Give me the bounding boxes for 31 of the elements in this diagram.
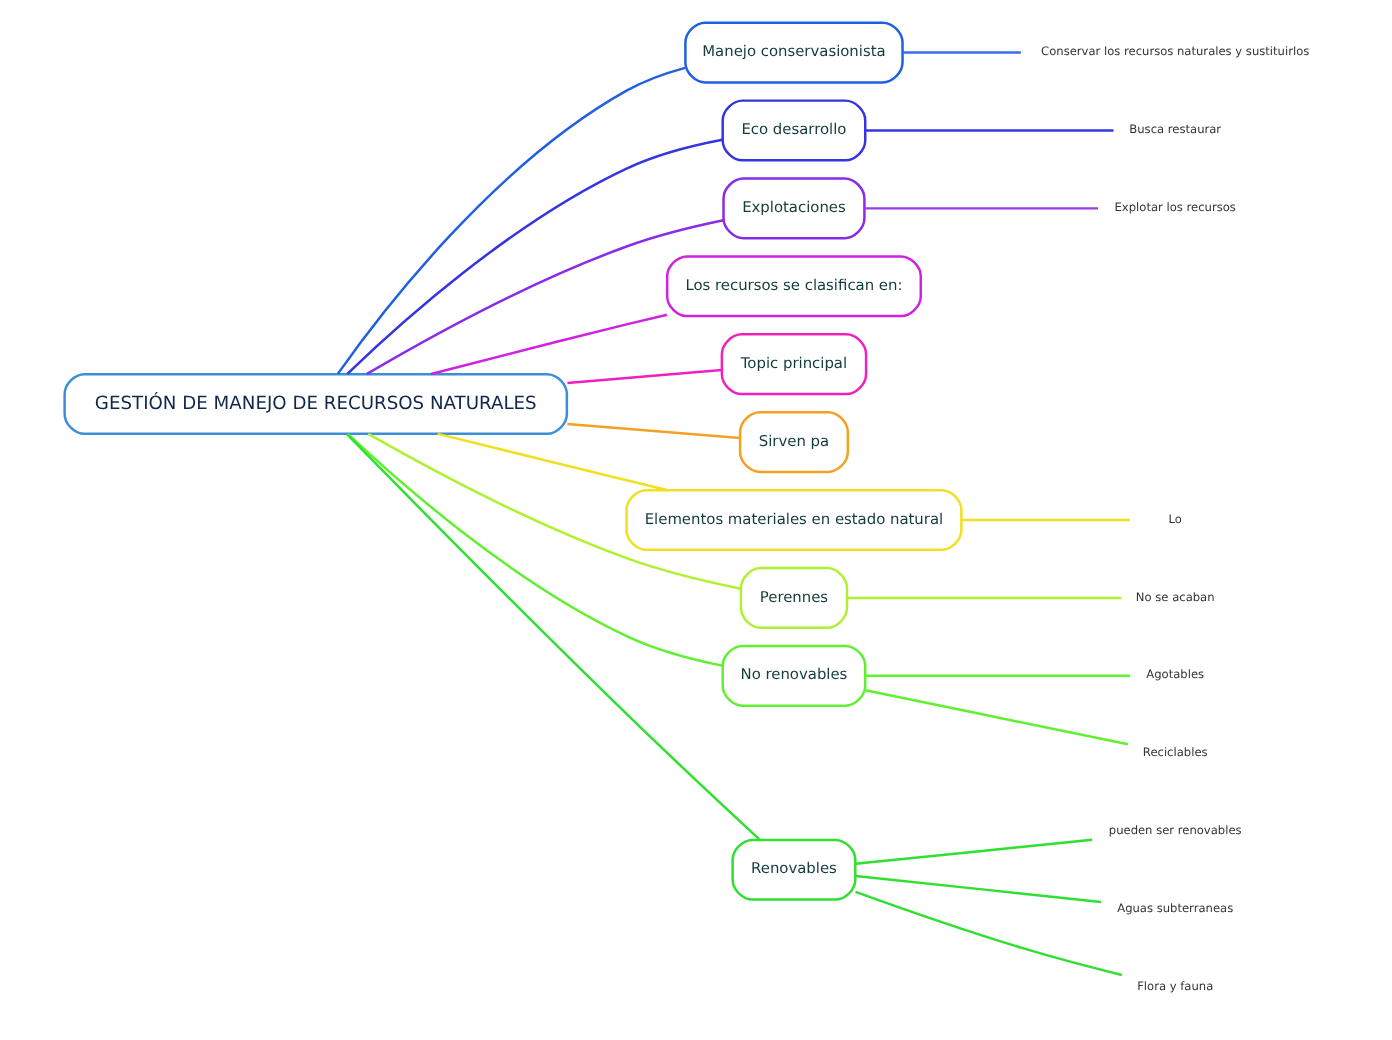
connector (854, 874, 1101, 904)
connector (864, 689, 1128, 746)
connector (436, 432, 667, 492)
node-box: Elementos materiales en estado natural (624, 488, 962, 552)
node-box: Perennes (738, 566, 848, 629)
connector (346, 432, 722, 667)
node-box: Sirven pa (737, 411, 849, 474)
connector (335, 66, 685, 375)
connector (429, 313, 667, 376)
connector (901, 51, 1020, 54)
connector (566, 368, 721, 385)
connector (864, 129, 1113, 132)
connector (864, 674, 1130, 678)
connector (566, 422, 740, 440)
connector (366, 432, 740, 590)
connector (364, 219, 723, 376)
node-box: No renovables (720, 644, 866, 707)
connector (345, 433, 760, 841)
connector (846, 596, 1121, 600)
node-box: Manejo conservasionista (683, 21, 903, 84)
connector (854, 838, 1092, 865)
connector (854, 890, 1122, 977)
node-box: Renovables (730, 838, 856, 901)
connector (863, 207, 1097, 210)
node-box: Eco desarrollo (720, 99, 866, 162)
connector (345, 138, 722, 375)
node-box: Explotaciones (721, 177, 865, 240)
connector (960, 518, 1130, 522)
node-box: Los recursos se clasifican en: (664, 255, 921, 318)
node-box: GESTIÓN DE MANEJO DE RECURSOS NATURALES (62, 372, 568, 436)
node-box: Topic principal (719, 333, 867, 396)
